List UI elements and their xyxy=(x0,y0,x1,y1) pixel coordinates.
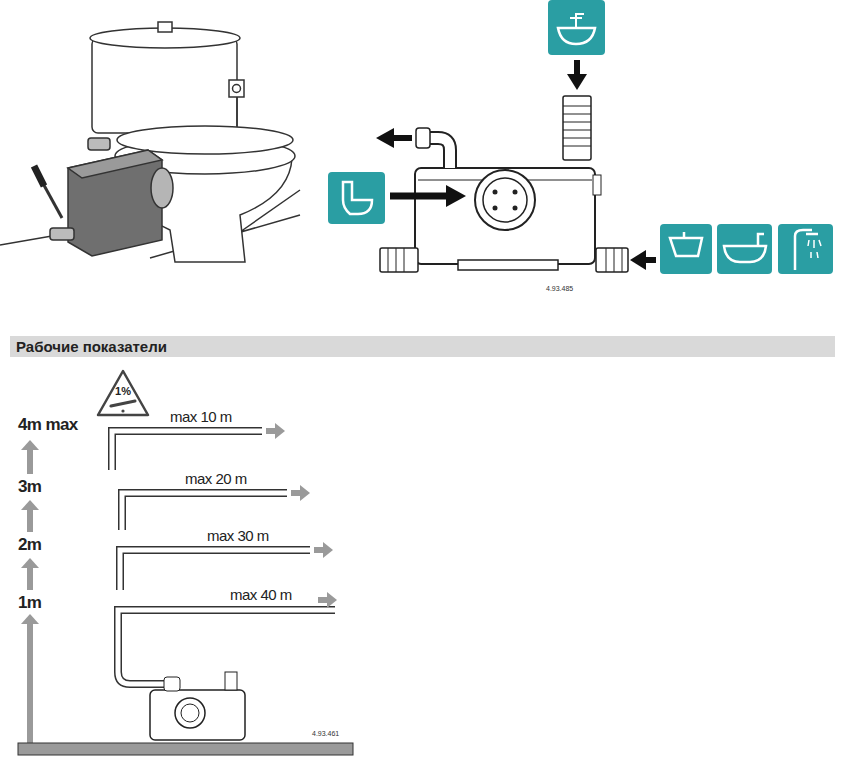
outlet-elbow xyxy=(428,138,450,168)
outlet-connector xyxy=(88,138,110,150)
inlet-screw xyxy=(493,206,498,211)
flow-arrow xyxy=(314,547,324,553)
inlet-ring xyxy=(181,704,199,722)
cistern xyxy=(92,38,237,133)
toilet-pictogram xyxy=(343,182,372,214)
height-arrow xyxy=(27,566,33,590)
shower-drops xyxy=(808,240,821,258)
sink-pictogram xyxy=(558,28,595,44)
pump-foot xyxy=(458,260,558,270)
arrow-head xyxy=(275,423,285,439)
inlet-ring xyxy=(483,178,527,222)
side-inlet xyxy=(380,248,418,272)
arrow-head xyxy=(21,614,39,624)
pump-inlet xyxy=(175,698,205,728)
flow-arrow xyxy=(266,428,276,434)
pump-housing xyxy=(150,690,245,740)
figure-code: 4.93.485 xyxy=(546,284,573,293)
wall-socket xyxy=(229,80,244,97)
arrow-head xyxy=(630,250,646,270)
arrow-head xyxy=(21,558,39,568)
arrow-head xyxy=(327,592,337,608)
pipe-ribs xyxy=(388,248,404,272)
shower-icon xyxy=(778,224,833,274)
toilet-seat xyxy=(117,126,293,154)
screwdriver-handle xyxy=(34,166,44,186)
distance-label: max 40 m xyxy=(230,586,292,604)
distance-label: max 20 m xyxy=(185,470,247,488)
arrow-head xyxy=(21,440,39,450)
arrow-head xyxy=(300,485,310,501)
section-title: Рабочие показатели xyxy=(16,337,167,356)
pipe-inner xyxy=(112,431,262,470)
bidet-pictogram xyxy=(670,232,702,256)
distance-label: max 30 m xyxy=(207,527,269,545)
slope-dot xyxy=(121,409,124,412)
pump-housing xyxy=(415,168,595,264)
pump-connections xyxy=(328,0,833,274)
height-label: 4m max xyxy=(18,416,78,434)
flush-button xyxy=(158,22,172,32)
toilet-illustration xyxy=(0,22,300,262)
arrow-head xyxy=(446,185,466,207)
pipe xyxy=(122,493,287,530)
pipe-ribs xyxy=(563,106,591,146)
pipe-inner xyxy=(120,550,310,590)
side-connector xyxy=(50,228,74,240)
socket-hole xyxy=(233,85,241,93)
shower-pictogram xyxy=(795,230,818,270)
vent-pipe xyxy=(225,672,237,690)
power-cord xyxy=(236,97,238,128)
slope-label: 1% xyxy=(96,368,150,397)
distance-label: max 10 m xyxy=(170,408,232,426)
flow-arrow xyxy=(291,490,301,496)
arrow-head xyxy=(567,74,587,90)
warning-triangle: 1% xyxy=(96,368,150,418)
pump-body xyxy=(68,150,162,256)
pipe xyxy=(112,431,262,470)
flow-arrows xyxy=(266,423,337,608)
pump-inlet xyxy=(151,168,173,208)
floor xyxy=(18,743,353,755)
bidet-icon xyxy=(660,224,712,274)
pump-top xyxy=(68,150,162,178)
outlet-elbow xyxy=(164,677,180,691)
inlet-screw xyxy=(513,190,518,195)
bath-icon xyxy=(717,224,772,274)
pipe-inner xyxy=(122,493,287,530)
small-pump xyxy=(150,672,245,740)
height-label: 1m xyxy=(18,594,41,612)
arrow-head xyxy=(376,128,394,148)
slope-pipe xyxy=(111,401,135,406)
side-inlet xyxy=(596,248,628,272)
outlet-clamp xyxy=(416,128,430,148)
arrow-head xyxy=(21,500,39,510)
figure-code: 4.93.461 xyxy=(312,729,339,738)
discharge-pipes xyxy=(112,431,335,684)
height-label: 3m xyxy=(18,478,41,496)
inlet-screw xyxy=(493,190,498,195)
clip xyxy=(593,175,601,195)
inlet-screw xyxy=(513,206,518,211)
toilet-inlet xyxy=(475,170,535,230)
height-arrow xyxy=(27,622,33,745)
sink-icon xyxy=(548,0,605,55)
height-label: 2m xyxy=(18,536,41,554)
outlet-elbow-inner xyxy=(428,138,450,168)
toilet-arrow xyxy=(390,193,448,200)
sink-pipe xyxy=(563,96,591,160)
sink-arrow xyxy=(574,60,580,76)
pipe xyxy=(120,550,310,590)
toilet-icon xyxy=(328,172,385,224)
height-arrow xyxy=(27,508,33,532)
flow-arrow xyxy=(318,597,328,603)
tap-pictogram xyxy=(570,14,584,28)
height-arrow xyxy=(27,448,33,474)
pipe-ribs xyxy=(606,248,622,272)
outlet-arrow xyxy=(392,135,412,141)
bath-pictogram xyxy=(724,234,766,262)
arrow-head xyxy=(323,542,333,558)
